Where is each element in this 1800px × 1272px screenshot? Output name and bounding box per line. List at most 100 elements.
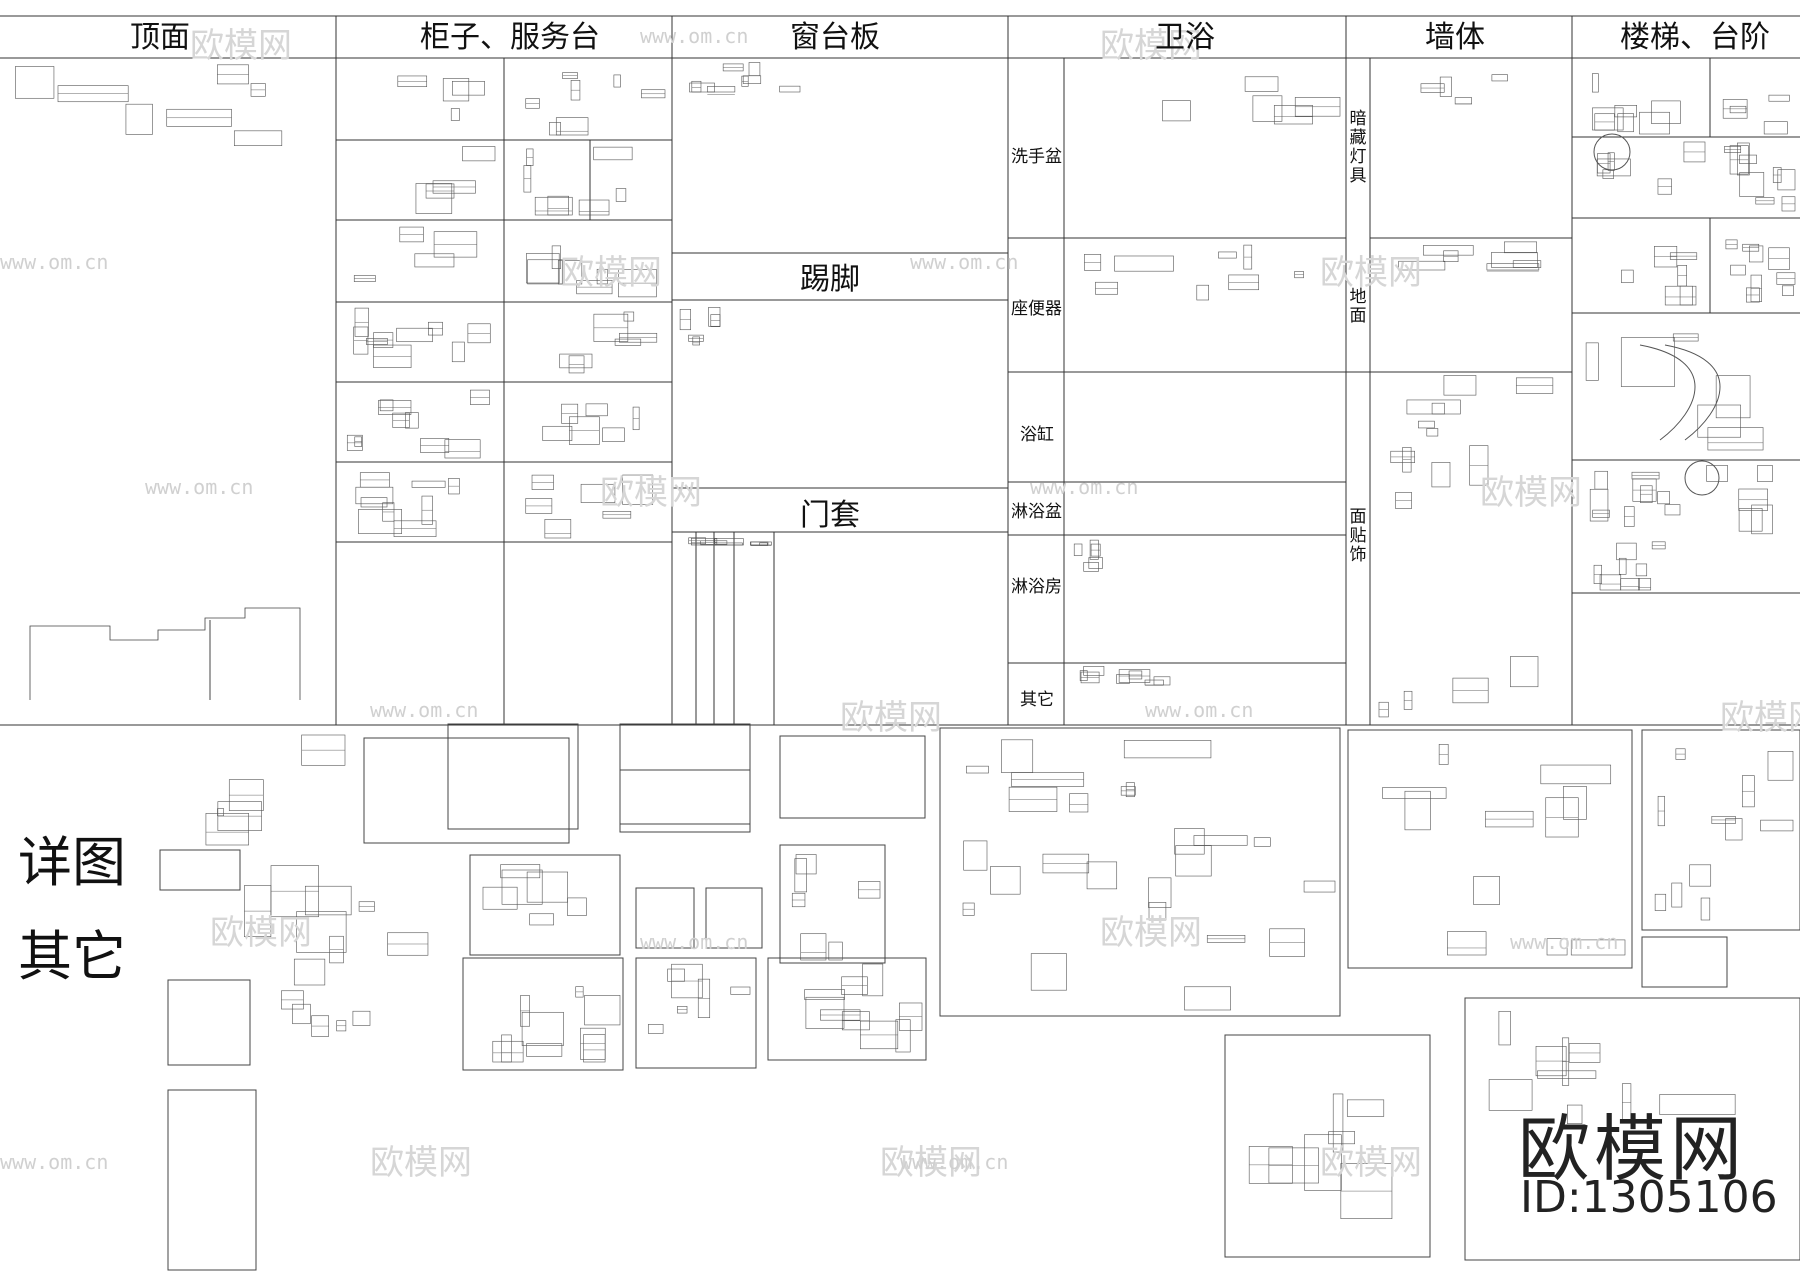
drawing-frame <box>1689 864 1712 887</box>
drawing-frame <box>355 486 394 505</box>
drawing-frame <box>1592 73 1599 93</box>
drawing-frame <box>667 968 685 982</box>
drawing-frame <box>635 957 757 1069</box>
drawing-frame <box>647 1024 664 1034</box>
drawing-frame <box>692 336 700 346</box>
drawing-frame <box>1739 154 1757 164</box>
drawing-frame <box>1654 893 1667 911</box>
drawing-frame <box>1512 260 1542 268</box>
drawing-frame <box>705 887 763 949</box>
drawing-frame <box>828 941 843 961</box>
header-ceiling: 顶面 <box>130 20 190 55</box>
drawing-frame <box>1570 939 1626 956</box>
drawing-frame <box>1620 337 1675 387</box>
drawing-frame <box>1639 111 1670 135</box>
drawing-frame <box>567 897 587 916</box>
drawing-frame <box>707 86 736 93</box>
drawing-frame <box>759 542 768 546</box>
model-id: ID:1305106 <box>1520 1172 1778 1223</box>
drawing-frame <box>584 995 621 1026</box>
stair-curve <box>1639 344 1696 441</box>
drawing-frame <box>1069 793 1089 813</box>
drawing-frame <box>469 854 621 956</box>
drawing-frame <box>862 963 884 997</box>
drawing-frame <box>1328 1131 1355 1145</box>
drawing-frame <box>501 869 543 905</box>
drawing-frame <box>529 913 554 926</box>
drawing-frame <box>794 858 807 893</box>
drawing-frame <box>1218 251 1237 259</box>
drawing-frame <box>1303 880 1336 893</box>
drawing-frame <box>1196 284 1209 301</box>
label-facing: 面贴饰 <box>1349 507 1367 565</box>
drawing-frame <box>358 509 402 534</box>
drawing-frame <box>580 483 616 503</box>
drawing-frame <box>217 808 224 817</box>
brand-logo-text: 欧模网 <box>1518 1107 1747 1191</box>
drawing-frame <box>1252 95 1283 122</box>
drawing-frame <box>444 439 481 459</box>
drawing-frame <box>1700 897 1711 921</box>
drawing-frame <box>1001 739 1034 773</box>
drawing-frame <box>1454 97 1472 105</box>
drawing-frame <box>689 82 715 93</box>
drawing-frame <box>1617 113 1634 133</box>
header-stairs: 楼梯、台阶 <box>1620 20 1770 55</box>
stair-circle <box>1593 133 1631 171</box>
drawing-frame <box>1767 751 1794 781</box>
drawing-frame <box>1304 1134 1342 1191</box>
drawing-frame <box>1382 787 1447 799</box>
drawing-frame <box>1715 375 1751 419</box>
drawing-frame <box>635 887 695 949</box>
drawing-frame <box>1777 169 1796 191</box>
drawing-frame <box>1488 1079 1533 1111</box>
drawing-frame <box>526 871 569 903</box>
drawing-frame <box>526 253 560 284</box>
drawing-frame <box>1175 845 1212 877</box>
label-shower-tray: 淋浴盆 <box>1011 502 1062 522</box>
drawing-frame <box>1491 252 1538 268</box>
drawing-frame <box>447 723 579 830</box>
drawing-frame <box>1148 877 1172 908</box>
drawing-frame <box>500 864 541 879</box>
drawing-frame <box>451 341 465 363</box>
drawing-frame <box>1174 828 1205 855</box>
drawing-frame <box>1086 861 1118 890</box>
drawing-frame <box>1664 285 1697 306</box>
drawing-frame <box>501 1034 512 1063</box>
label-hidden-lights: 暗藏灯具 <box>1349 109 1367 186</box>
drawing-frame <box>1697 404 1741 438</box>
drawing-frame <box>205 813 249 846</box>
stair-curve <box>1664 344 1721 441</box>
label-door-casing: 门套 <box>800 498 860 533</box>
drawing-frame <box>1540 764 1612 785</box>
drawing-frame <box>1657 491 1670 505</box>
drawing-frame <box>895 1019 911 1053</box>
drawing-frame <box>363 737 570 844</box>
drawing-frame <box>602 427 625 442</box>
drawing-frame <box>596 268 608 285</box>
drawing-frame <box>557 260 583 285</box>
drawing-frame <box>1782 285 1794 296</box>
drawing-frame <box>966 765 989 774</box>
drawing-frame <box>1498 1010 1511 1046</box>
drawing-frame <box>613 74 621 88</box>
header-windowsill: 窗台板 <box>790 20 880 55</box>
drawing-frame <box>1431 402 1445 415</box>
drawing-frame <box>1447 931 1487 956</box>
drawing-frame <box>542 425 573 441</box>
drawing-frame <box>1030 953 1067 991</box>
drawing-frame <box>551 245 561 269</box>
label-bath-other: 其它 <box>1020 690 1054 710</box>
drawing-frame <box>296 911 347 953</box>
drawing-frame <box>304 885 352 916</box>
drawing-frame <box>1406 399 1461 415</box>
drawing-frame <box>779 844 886 964</box>
stair-profile <box>29 607 301 700</box>
drawing-frame <box>1751 504 1773 535</box>
drawing-frame <box>293 958 326 986</box>
drawing-frame <box>578 199 610 216</box>
drawing-frame <box>167 979 251 1066</box>
label-details: 详图 <box>18 831 126 894</box>
drawing-frame <box>482 886 518 910</box>
